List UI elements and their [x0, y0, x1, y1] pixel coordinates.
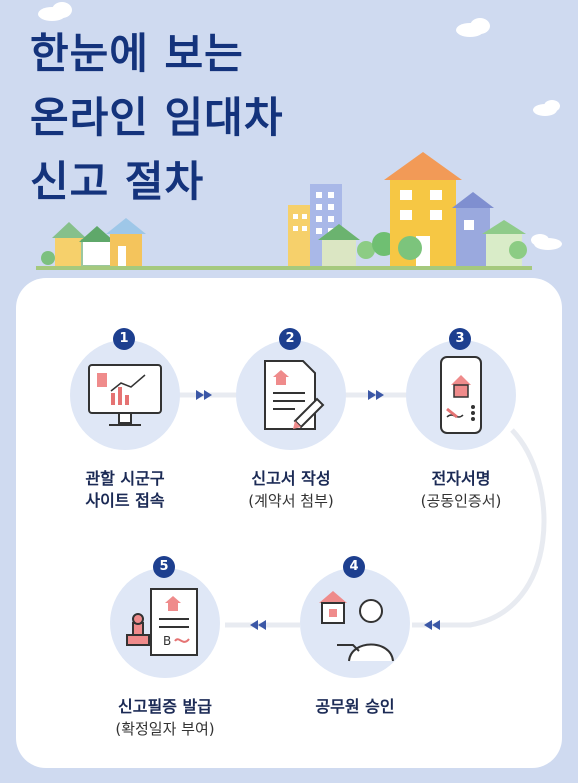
step-label: 신고서 작성: [251, 469, 331, 488]
phone-signature-icon: [440, 356, 482, 434]
step-label: 전자서명: [431, 469, 491, 488]
step-sublabel: (공동인증서): [420, 492, 502, 510]
arrow-icon: [196, 390, 440, 630]
town-illustration: [36, 2, 562, 270]
title-line-2: 온라인 임대차: [30, 93, 284, 142]
svg-text:B: B: [163, 634, 171, 648]
step-label: 관할 시군구: [85, 469, 165, 488]
title-line-1: 한눈에 보는: [30, 29, 244, 78]
step-1: 1 관할 시군구 사이트 접속: [50, 328, 200, 512]
step-number: 5: [153, 556, 175, 578]
step-label: 신고필증 발급: [118, 697, 212, 716]
title-line-3: 신고 절차: [30, 157, 205, 206]
monitor-chart-icon: [88, 364, 162, 426]
step-number: 3: [449, 328, 471, 350]
step-label: 공무원 승인: [315, 697, 395, 716]
step-number: 1: [113, 328, 135, 350]
step-number: 2: [279, 328, 301, 350]
step-2: 2 신고서 작성 (계약서 첨부): [216, 328, 366, 512]
step-5: 5 B 신고필증 발급 (확정일자 부여): [90, 556, 240, 740]
officer-house-icon: [319, 591, 394, 662]
step-label-2: 사이트 접속: [85, 491, 165, 510]
step-3: 3 전자서명 (공동인증서): [386, 328, 536, 512]
cloud-icon: [38, 2, 562, 250]
step-number: 4: [343, 556, 365, 578]
page-title: 한눈에 보는 온라인 임대차 신고 절차: [30, 22, 283, 214]
step-sublabel: (계약서 첨부): [248, 492, 334, 510]
step-sublabel: (확정일자 부여): [115, 720, 215, 738]
stamp-certificate-icon: B: [126, 588, 198, 656]
step-4: 4 공무원 승인: [280, 556, 430, 718]
document-pen-icon: [264, 360, 325, 430]
